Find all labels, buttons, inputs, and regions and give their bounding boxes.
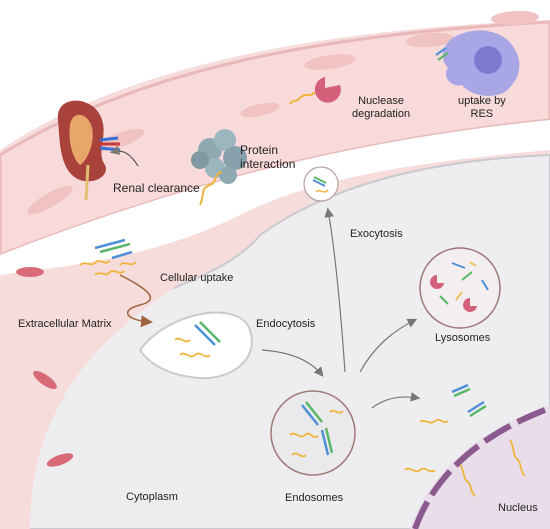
endosome-vesicle — [270, 390, 356, 476]
renal-arrow — [109, 145, 139, 167]
label-cellular-uptake: Cellular uptake — [160, 272, 234, 284]
exocytosis-arrow — [324, 207, 346, 373]
nuclease-enzyme-icon — [289, 77, 341, 105]
protein-complex-icon — [191, 129, 247, 206]
cellular-uptake-arrow — [119, 274, 153, 328]
label-uptake-by-res: uptake by RES — [458, 95, 506, 120]
blood-cell — [95, 128, 145, 152]
outer-white — [0, 0, 550, 150]
label-endocytosis: Endocytosis — [256, 318, 316, 330]
interstitial-gap — [0, 120, 550, 275]
nucleus — [410, 405, 550, 529]
label-renal-clearance: Renal clearance — [113, 181, 200, 195]
oligos-cytoplasm — [404, 383, 526, 497]
extracellular-matrix-region — [0, 215, 240, 529]
label-nuclease-line1: Nuclease — [358, 95, 404, 107]
red-blood-cell — [33, 370, 57, 390]
release-arrow — [371, 392, 421, 409]
label-protein-line2: interaction — [240, 156, 296, 171]
label-res-line2: RES — [470, 107, 494, 120]
label-protein-line1: Protein — [240, 143, 279, 157]
label-nuclease-degradation: Nuclease degradation — [352, 95, 410, 120]
endocytosis-arrow — [261, 349, 324, 377]
exocytosis-vesicle — [303, 166, 339, 202]
blood-cell — [304, 54, 356, 70]
macrophage-icon — [435, 30, 520, 96]
blood-cell — [406, 32, 454, 48]
red-blood-cell — [46, 453, 74, 467]
oligos-pocket — [174, 321, 221, 358]
lysosome-arrow — [359, 318, 418, 373]
blood-cell — [491, 10, 539, 26]
label-res-line1: uptake by — [458, 95, 506, 107]
label-protein-interaction: Protein interaction — [240, 143, 296, 172]
label-endosomes: Endosomes — [285, 492, 344, 504]
nuclear-envelope — [412, 405, 550, 529]
blood-cell — [27, 185, 73, 215]
kidney-icon — [57, 100, 121, 201]
label-nucleus: Nucleus — [498, 502, 538, 514]
label-nuclease-line2: degradation — [352, 107, 411, 120]
label-exocytosis: Exocytosis — [350, 228, 403, 240]
blood-cell — [240, 102, 280, 118]
red-blood-cell — [16, 267, 44, 277]
oligos-extracellular — [79, 238, 137, 276]
label-cytoplasm: Cytoplasm — [126, 491, 178, 503]
label-extracellular-matrix: Extracellular Matrix — [18, 318, 112, 330]
label-lysosomes: Lysosomes — [435, 332, 491, 344]
uptake-pocket — [138, 311, 253, 380]
lysosome-vesicle — [419, 247, 501, 329]
